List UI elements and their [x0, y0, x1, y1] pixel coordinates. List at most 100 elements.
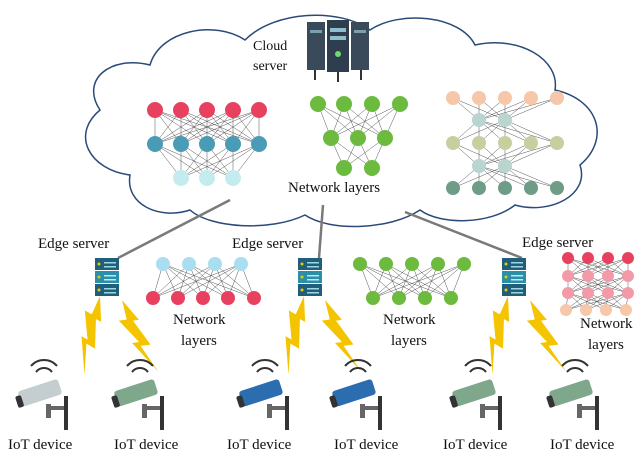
network-node — [446, 181, 460, 195]
network-node — [377, 130, 393, 146]
network-node — [247, 291, 261, 305]
network-node — [221, 291, 235, 305]
iot-device-label-2: IoT device — [114, 437, 179, 453]
network-node — [364, 96, 380, 112]
network-node — [550, 136, 564, 150]
edge-server-icon-3 — [502, 258, 526, 296]
cloud-edge-links — [117, 198, 523, 260]
network-node — [472, 181, 486, 195]
camera-icon — [327, 358, 383, 431]
network-node — [147, 136, 163, 152]
network-node — [146, 291, 160, 305]
network-node — [446, 91, 460, 105]
camera-icon — [13, 358, 69, 431]
network-node — [234, 257, 248, 271]
network-node — [580, 304, 592, 316]
network-node — [173, 170, 189, 186]
edge-server-label-2: Edge server — [232, 236, 303, 252]
network-node — [600, 304, 612, 316]
network-node — [622, 252, 634, 264]
network-node — [364, 160, 380, 176]
network-node — [323, 130, 339, 146]
cloud-network-middle — [317, 103, 401, 169]
network-node — [498, 181, 512, 195]
network-node — [472, 136, 486, 150]
edge-network-label-3a: Network — [580, 316, 633, 332]
network-node — [147, 102, 163, 118]
camera-icon — [234, 358, 290, 431]
network-node — [199, 102, 215, 118]
network-node — [582, 287, 594, 299]
edge-server-label-3: Edge server — [522, 235, 593, 251]
network-node — [225, 170, 241, 186]
edge-network-3 — [565, 257, 629, 311]
network-node — [524, 136, 538, 150]
network-node — [336, 160, 352, 176]
network-node — [199, 136, 215, 152]
network-node — [196, 291, 210, 305]
cloud-server-label-line2: server — [253, 59, 288, 74]
network-node — [225, 102, 241, 118]
network-node — [156, 257, 170, 271]
network-node — [182, 257, 196, 271]
network-node — [498, 91, 512, 105]
network-node — [550, 181, 564, 195]
lightning-icon — [319, 296, 362, 377]
edge-server-icon-2 — [298, 258, 322, 296]
network-node — [602, 270, 614, 282]
edge-network-label-2a: Network — [383, 312, 436, 328]
iot-device-label-5: IoT device — [443, 437, 508, 453]
network-node — [582, 252, 594, 264]
network-node — [622, 270, 634, 282]
lightning-icon — [464, 293, 531, 375]
iot-device-label-4: IoT device — [334, 437, 399, 453]
lightning-icon — [524, 296, 567, 377]
network-node — [446, 136, 460, 150]
network-node — [602, 252, 614, 264]
lightning-icon — [56, 293, 123, 375]
network-node — [622, 287, 634, 299]
network-node — [472, 91, 486, 105]
network-node — [353, 257, 367, 271]
edge-server-icon-1 — [95, 258, 119, 296]
network-node — [562, 287, 574, 299]
network-node — [405, 257, 419, 271]
cloud-network-label: Network layers — [288, 180, 380, 196]
network-node — [350, 130, 366, 146]
network-node — [251, 102, 267, 118]
network-node — [379, 257, 393, 271]
cloud-server-label-line1: Cloud — [253, 39, 287, 54]
network-node — [310, 96, 326, 112]
edge-network-label-2b: layers — [391, 333, 427, 349]
network-node — [418, 291, 432, 305]
network-node — [550, 91, 564, 105]
network-node — [472, 159, 486, 173]
network-node — [392, 96, 408, 112]
network-node — [498, 159, 512, 173]
network-node — [524, 181, 538, 195]
network-node — [208, 257, 222, 271]
iot-device-label-3: IoT device — [227, 437, 292, 453]
network-node — [498, 136, 512, 150]
network-node — [444, 291, 458, 305]
network-node — [472, 113, 486, 127]
network-node — [336, 96, 352, 112]
network-node — [171, 291, 185, 305]
network-node — [225, 136, 241, 152]
network-node — [602, 287, 614, 299]
cloud-server-icon — [307, 20, 369, 82]
edge-network-label-1a: Network — [173, 312, 226, 328]
network-node — [562, 270, 574, 282]
network-node — [251, 136, 267, 152]
edge-network-2 — [359, 263, 465, 299]
network-node — [582, 270, 594, 282]
edge-network-label-3b: layers — [588, 337, 624, 353]
network-node — [498, 113, 512, 127]
camera-icon — [544, 358, 600, 431]
lightning-icon — [260, 293, 327, 375]
iot-device-label-1: IoT device — [8, 437, 73, 453]
network-node — [431, 257, 445, 271]
network-node — [562, 252, 574, 264]
camera-icon — [447, 358, 503, 431]
iot-device-label-6: IoT device — [550, 437, 615, 453]
